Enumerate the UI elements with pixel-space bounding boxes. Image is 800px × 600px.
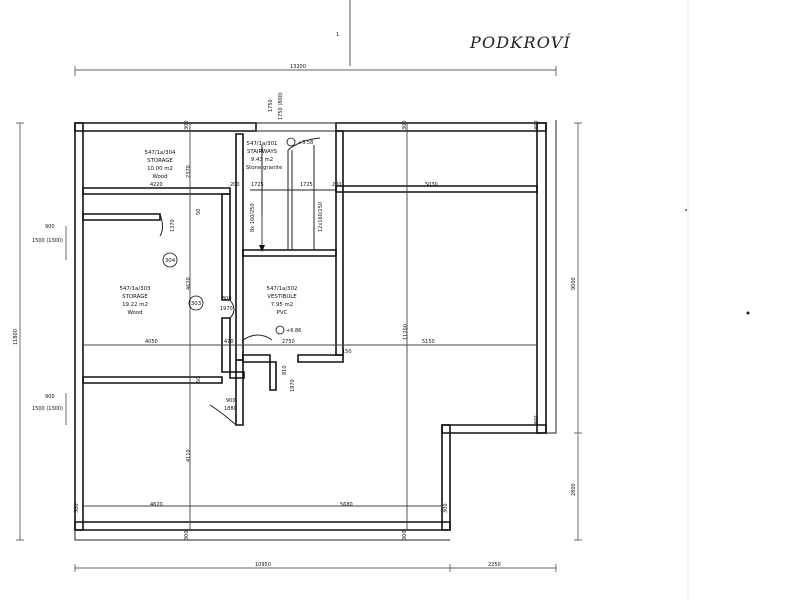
room-name: STAIRWAYS: [247, 149, 278, 155]
room-vestibule-302: 547/1a/302 VESTIBULE 7.95 m2 PVC +6.86: [267, 286, 301, 335]
doors: 1370 800 1970 810 1970 900 1880: [159, 213, 296, 426]
dim-1750: 1750: [268, 99, 274, 112]
page-title: PODKROVÍ: [469, 32, 572, 52]
dim-5030: 5030: [425, 182, 438, 188]
room-area: 10.00 m2: [147, 166, 173, 172]
room-area: 7.95 m2: [271, 302, 293, 308]
dim-label-11800: 11800: [13, 329, 19, 345]
door-dim-810: 810: [282, 365, 288, 375]
dim-900-a: 900: [45, 224, 55, 230]
svg-text:303: 303: [191, 301, 201, 307]
room-stairways-301: 547/1a/301 STAIRWAYS 9.43 m2 Stone grani…: [246, 137, 324, 232]
dim-1725-b: 1725: [300, 182, 313, 188]
room-area: 19.22 m2: [122, 302, 148, 308]
dim-4110: 4110: [186, 449, 192, 462]
dim-2370: 2370: [186, 165, 192, 178]
door-dim-1970: 1970: [220, 306, 233, 312]
dim-window-left-2: 1500 (1300): [32, 406, 63, 412]
dim-4620-vert: 4620: [186, 277, 192, 290]
room-name: VESTIBULE: [267, 294, 297, 300]
level-stair-top: +5.58: [298, 140, 313, 146]
room-name: STORAGE: [122, 294, 148, 300]
dim-300-bottom-right: 300: [402, 530, 408, 540]
room-tag-304: 304: [162, 252, 178, 268]
dim-200-stair-left: 200: [230, 182, 240, 188]
room-floor: PVC: [277, 310, 288, 316]
level-marker-icon: [275, 325, 285, 335]
dim-300-right-top: 300: [534, 120, 540, 130]
dim-label-2250: 2250: [488, 562, 501, 568]
room-floor: Stone granite: [246, 165, 283, 171]
room-code: 547/1a/302: [267, 286, 298, 292]
dim-900-b: 900: [45, 394, 55, 400]
dim-window-left-1: 1500 (1300): [32, 238, 63, 244]
room-name: STORAGE: [147, 158, 173, 164]
dim-470: 470: [224, 339, 234, 345]
outer-walls: [74, 120, 557, 541]
dim-11200: 11200: [403, 324, 409, 340]
dim-2750: 2750: [282, 339, 295, 345]
room-code: 547/1a/301: [247, 141, 278, 147]
interior-walls: [82, 130, 538, 426]
dim-bottom: 10950 2250: [74, 562, 557, 572]
door-dim-1370: 1370: [170, 219, 176, 232]
level-marker-icon: [286, 137, 296, 147]
dim-5150: 5150: [422, 339, 435, 345]
svg-text:304: 304: [165, 258, 176, 264]
dim-1725-a: 1725: [251, 182, 264, 188]
dim-label-2800: 2800: [571, 483, 577, 496]
dim-4620-bottom: 4620: [150, 502, 163, 508]
door-dim-1880: 1880: [224, 406, 237, 412]
dim-1750-800: 1750 (800): [278, 92, 284, 120]
dim-300-left-bottom: 300: [74, 503, 80, 513]
dim-50-upper: 50: [196, 209, 202, 215]
door-dim-900: 900: [226, 398, 236, 404]
staircase: [250, 122, 337, 252]
dim-200-stair-right: 200: [332, 182, 342, 188]
stair-run-1: 8x 160/250: [250, 203, 256, 232]
room-floor: Wood: [152, 174, 167, 180]
room-storage-303: 547/1a/303 STORAGE 19.22 m2 Wood: [120, 286, 151, 316]
dim-300-bottom-left: 300: [184, 530, 190, 540]
level-vestibule: +6.86: [286, 328, 301, 334]
axis-lines: [83, 123, 537, 530]
stair-run-2: 12x160/250: [318, 202, 324, 232]
room-floor: Wood: [127, 310, 142, 316]
dim-stair-top: 1750 1750 (800): [268, 92, 284, 120]
dim-150: 150: [342, 349, 352, 355]
room-area: 9.43 m2: [251, 157, 273, 163]
dim-300-right-notch: 300: [534, 415, 540, 425]
dim-5680: 5680: [340, 502, 353, 508]
dimension-labels: 300 300 2370 4220 200 1725 1725 200 5030…: [74, 120, 540, 540]
dim-300-top-left: 300: [184, 120, 190, 130]
dim-label-9000: 9000: [571, 277, 577, 290]
room-code: 547/1a/303: [120, 286, 151, 292]
dim-50-lower: 50: [196, 377, 202, 383]
dim-label-10950: 10950: [255, 562, 271, 568]
dim-300-right-bottom: 300: [443, 503, 449, 513]
dim-4050: 4050: [145, 339, 158, 345]
dim-overall-height: 11800 900 1500 (1300) 900 1500 (1300): [13, 122, 67, 541]
door-dim-1970b: 1970: [290, 379, 296, 392]
room-storage-304: 547/1a/304 STORAGE 10.00 m2 Wood: [145, 150, 177, 180]
dim-right-height: 9000 2800: [571, 122, 582, 541]
dim-overall-width: 13200: [74, 64, 557, 76]
room-tag-303: 303: [188, 295, 204, 311]
edge-marks: [685, 0, 750, 600]
dim-label-overall-width: 13200: [290, 64, 306, 70]
dim-300-top-right: 300: [402, 120, 408, 130]
room-code: 547/1a/304: [145, 150, 177, 156]
dim-4220: 4220: [150, 182, 163, 188]
door-dim-800: 800: [222, 296, 232, 302]
corner-mark: 1: [336, 32, 339, 38]
